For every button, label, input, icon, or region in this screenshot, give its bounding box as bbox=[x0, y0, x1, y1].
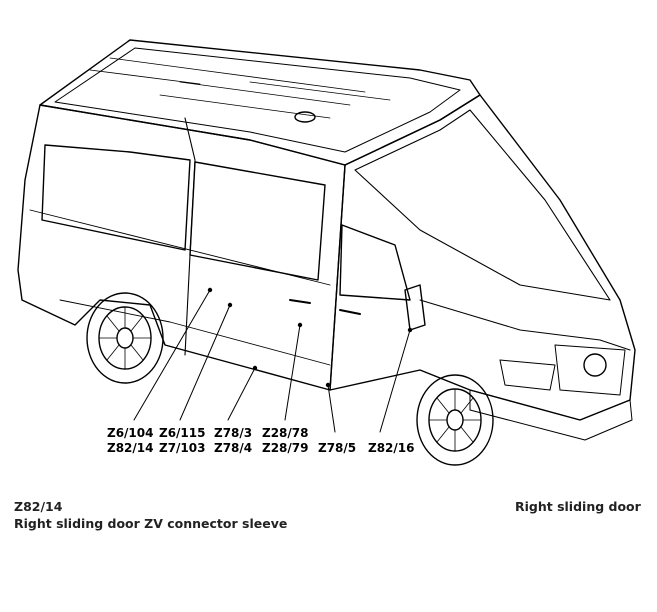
callout-2-line2: Z7/103 bbox=[159, 441, 205, 455]
mirror bbox=[404, 284, 426, 331]
bumper bbox=[469, 389, 633, 441]
headlight bbox=[499, 359, 556, 391]
callout-3-line2: Z78/4 bbox=[214, 441, 252, 455]
callout-4-line1: Z28/78 bbox=[262, 426, 308, 440]
door-window bbox=[339, 224, 411, 301]
door-handles bbox=[289, 299, 361, 315]
badge bbox=[583, 353, 607, 377]
caption-code: Z82/14 bbox=[14, 499, 63, 514]
cab bbox=[329, 94, 636, 421]
sill-line bbox=[59, 299, 331, 366]
callout-6-line1: Z82/16 bbox=[368, 441, 414, 455]
sliding-door-rail bbox=[184, 117, 196, 356]
caption-location: Right sliding door bbox=[515, 499, 641, 514]
van-diagram: Z6/104 Z82/14 Z6/115 Z7/103 Z78/3 Z78/4 … bbox=[17, 39, 636, 466]
windscreen bbox=[354, 109, 611, 301]
van-roof bbox=[39, 39, 481, 166]
rear-wheel bbox=[86, 292, 164, 384]
van-side bbox=[17, 104, 346, 391]
caption-description: Right sliding door ZV connector sleeve bbox=[14, 516, 288, 531]
side-window bbox=[189, 161, 326, 281]
callout-2-line1: Z6/115 bbox=[159, 426, 205, 440]
belt-line bbox=[29, 209, 331, 286]
leader-lines bbox=[133, 289, 411, 433]
rear-window bbox=[41, 144, 191, 251]
front-wheel bbox=[416, 374, 494, 466]
callout-5-line1: Z78/5 bbox=[318, 441, 356, 455]
callout-3-line1: Z78/3 bbox=[214, 426, 252, 440]
callout-1-line1: Z6/104 bbox=[107, 426, 153, 440]
roof-antenna bbox=[294, 111, 316, 123]
callout-4-line2: Z28/79 bbox=[262, 441, 308, 455]
hood bbox=[419, 299, 631, 351]
roof-ridges bbox=[89, 57, 391, 119]
roof-panel bbox=[54, 47, 461, 153]
grille bbox=[554, 344, 626, 396]
callout-1-line2: Z82/14 bbox=[107, 441, 153, 455]
